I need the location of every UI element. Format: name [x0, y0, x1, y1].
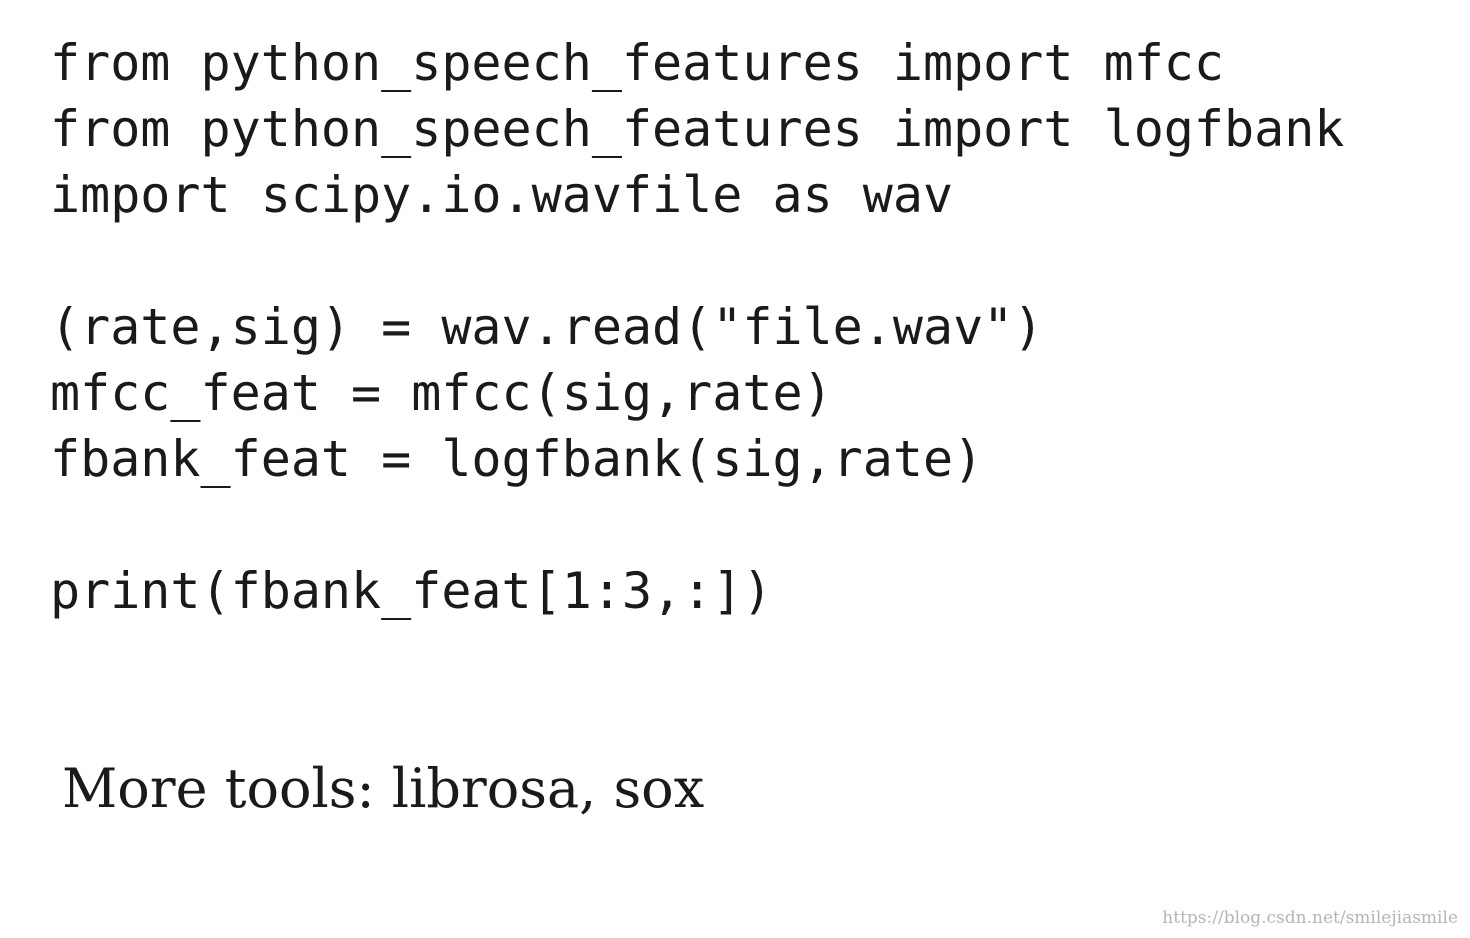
code-line-import-wavfile: import scipy.io.wavfile as wav [50, 166, 954, 224]
code-line-import-logfbank: from python_speech_features import logfb… [50, 100, 1345, 158]
code-line-import-mfcc: from python_speech_features import mfcc [50, 34, 1224, 92]
blank-line [50, 228, 1344, 294]
code-line-mfcc-feat: mfcc_feat = mfcc(sig,rate) [50, 364, 833, 422]
blank-line [50, 492, 1344, 558]
code-line-print: print(fbank_feat[1:3,:]) [50, 562, 773, 620]
watermark-url: https://blog.csdn.net/smilejiasmile [1162, 908, 1458, 928]
more-tools-text: More tools: librosa, sox [62, 757, 705, 820]
code-line-read-wav: (rate,sig) = wav.read("file.wav") [50, 298, 1044, 356]
code-line-fbank-feat: fbank_feat = logfbank(sig,rate) [50, 430, 984, 488]
code-block: from python_speech_features import mfcc … [50, 30, 1344, 624]
